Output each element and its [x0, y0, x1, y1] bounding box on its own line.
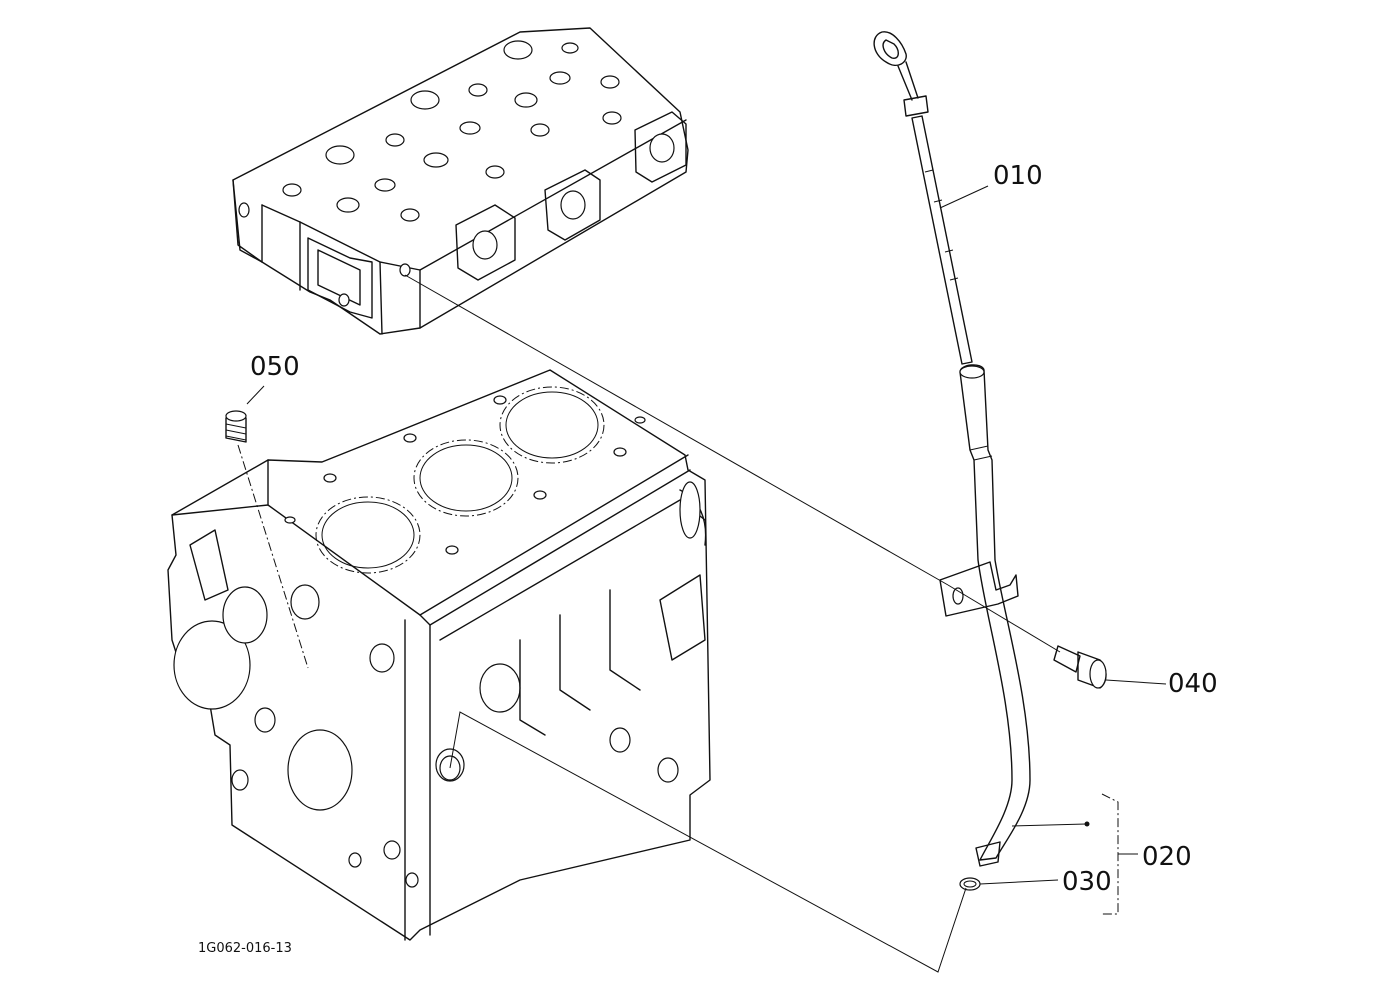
- cylinder-block: [167, 369, 711, 941]
- callout-030: 030: [1062, 867, 1112, 897]
- plug-part: [225, 410, 247, 443]
- assembly-lines: [404, 274, 1061, 973]
- callout-020: 020: [1142, 842, 1192, 872]
- figure-id: 1G062-016-13: [198, 941, 292, 956]
- plug-leader-line: [237, 444, 309, 669]
- callout-050: 050: [250, 352, 300, 382]
- callout-leaders: [246, 185, 1167, 915]
- dipstick-part: [873, 31, 973, 365]
- callout-040: 040: [1168, 669, 1218, 699]
- callout-010: 010: [993, 161, 1043, 191]
- bolt-part: [1053, 645, 1107, 689]
- dipstick-guide-part: [939, 364, 1031, 867]
- o-ring-part: [959, 877, 981, 891]
- cylinder-head: [232, 27, 689, 335]
